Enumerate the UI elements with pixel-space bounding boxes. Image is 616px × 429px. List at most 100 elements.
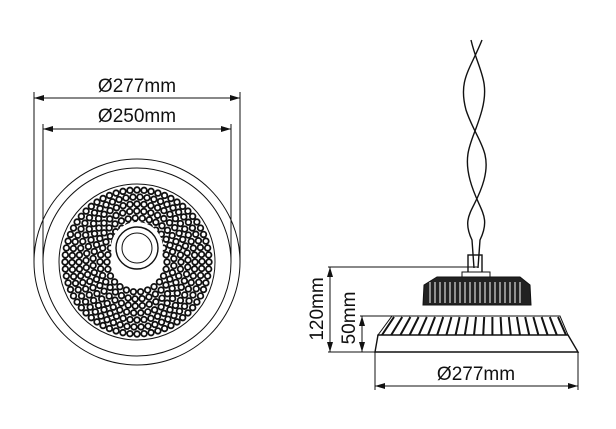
led-icon [77, 212, 86, 221]
fin [548, 316, 558, 336]
led-icon [129, 309, 138, 317]
led-icon [145, 216, 153, 224]
led-icon [126, 200, 134, 209]
led-icon [133, 200, 141, 208]
led-icon [165, 219, 174, 227]
led-icon [100, 229, 108, 237]
led-icon [112, 327, 120, 335]
led-icon [163, 258, 171, 266]
led-icon [82, 256, 90, 265]
led-icon [162, 281, 170, 289]
led-icon [86, 303, 94, 311]
led-icon [190, 251, 199, 259]
led-icon [140, 207, 148, 216]
led-icon [193, 298, 201, 306]
led-icon [97, 312, 105, 320]
led-icon [111, 296, 119, 304]
inner-rim [42, 167, 232, 357]
led-icon [100, 287, 108, 295]
led-icon [184, 256, 192, 264]
led-icon [171, 301, 180, 310]
led-icon [74, 231, 82, 239]
led-icon [180, 302, 189, 311]
led-icon [94, 214, 103, 223]
led-icon [158, 294, 166, 302]
led-icon [112, 189, 120, 197]
led-icon [92, 275, 101, 283]
led-icon [109, 318, 118, 327]
fin [436, 316, 445, 336]
led-icon [144, 322, 152, 330]
led-icon [79, 278, 87, 287]
led-icon [189, 291, 197, 299]
led-icon [100, 210, 108, 218]
led-icon [147, 209, 155, 217]
led-icon [111, 288, 120, 296]
led-icon [106, 215, 114, 223]
led-icon [150, 306, 159, 314]
led-icon [119, 314, 127, 323]
led-icon [167, 194, 175, 203]
led-icon [112, 204, 121, 212]
led-icon [189, 272, 198, 280]
led-icon [75, 251, 84, 259]
led-icon [83, 249, 91, 258]
led-icon [199, 285, 208, 294]
led-icon [197, 264, 206, 273]
led-icon [131, 302, 139, 310]
side-view: 120mm 50mm Ø277mm [307, 39, 580, 390]
led-icon [119, 187, 127, 196]
led-icon [140, 200, 148, 209]
fin [445, 316, 453, 336]
led-icon [193, 218, 201, 226]
led-icon [116, 282, 124, 291]
led-icon [93, 318, 101, 326]
fin [516, 316, 521, 336]
led-icon [159, 272, 168, 280]
led-icon [81, 285, 90, 293]
led-icon [162, 265, 170, 273]
led-icon [164, 315, 172, 323]
fin [463, 316, 469, 336]
fin [390, 316, 404, 336]
led-icon [175, 272, 183, 280]
led-icon [202, 237, 210, 245]
chain [466, 39, 486, 269]
led-icon [203, 272, 212, 280]
led-icon [191, 258, 199, 266]
led-icon [168, 294, 177, 303]
led-icon [126, 186, 134, 195]
led-icon [163, 290, 172, 298]
led-icon [181, 291, 189, 299]
led-icon [176, 219, 185, 228]
fin [482, 316, 486, 336]
fin [408, 316, 420, 336]
led-icon [153, 312, 162, 320]
led-array [61, 186, 213, 338]
led-icon [122, 194, 130, 202]
led-icon [197, 250, 206, 259]
led-icon [152, 218, 160, 226]
led-icon [196, 243, 205, 252]
led-icon [129, 193, 137, 201]
led-icon [160, 206, 168, 215]
led-icon [73, 218, 81, 226]
led-icon [96, 234, 104, 243]
led-icon [163, 226, 172, 234]
led-icon [74, 286, 82, 294]
fin [507, 316, 512, 336]
led-icon [76, 244, 85, 252]
led-icon [105, 292, 113, 300]
led-icon [87, 202, 96, 211]
led-icon [173, 289, 182, 297]
led-icon [104, 265, 112, 273]
led-icon [170, 261, 178, 270]
led-icon [178, 313, 187, 322]
led-icon [89, 219, 98, 228]
led-icon [115, 195, 123, 204]
led-icon [122, 286, 131, 294]
led-icon [187, 278, 195, 287]
led-icon [129, 288, 138, 296]
led-icon [173, 198, 181, 206]
fin [427, 316, 436, 336]
